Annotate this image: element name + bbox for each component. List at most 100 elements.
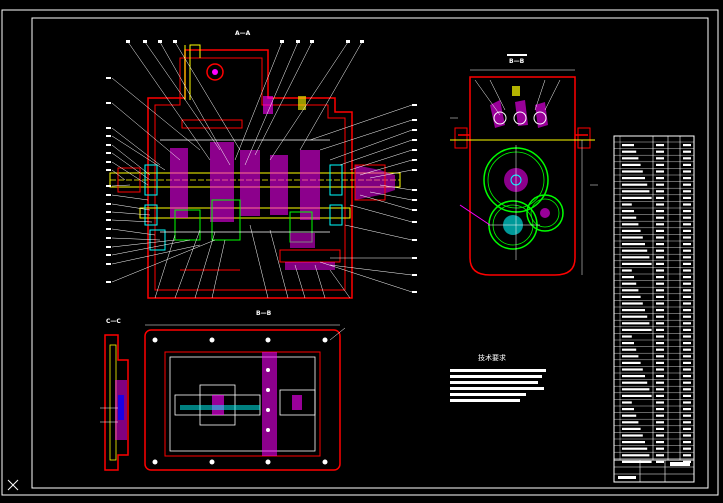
parts-list-row-qty [656, 157, 664, 160]
parts-list-row-text [622, 170, 643, 173]
parts-list-row-material [683, 150, 691, 153]
parts-list-row-material [683, 309, 691, 312]
parts-list-row-qty [656, 328, 664, 331]
parts-list-row-qty [656, 289, 664, 292]
parts-list-row-text [622, 434, 643, 437]
parts-list-row-qty [656, 315, 664, 318]
parts-list-row-material [683, 454, 691, 457]
parts-list-row-material [683, 447, 691, 450]
parts-list-row-material [683, 361, 691, 364]
parts-list-row-text [622, 454, 650, 457]
parts-list-row-text [622, 335, 632, 338]
parts-list-row-text [622, 256, 650, 259]
parts-list-row-text [622, 447, 648, 450]
parts-list-row-material [683, 262, 691, 265]
parts-list-row-text [622, 302, 643, 305]
parts-list-row-qty [656, 381, 664, 384]
parts-list-row-material [683, 203, 691, 206]
parts-list-row-material [683, 414, 691, 417]
parts-list-row-material [683, 256, 691, 259]
parts-list-row-text [622, 289, 639, 292]
parts-list-row-text [622, 236, 643, 239]
parts-list-row-text [622, 150, 637, 153]
parts-list-row-text [622, 190, 650, 193]
parts-list-row-material [683, 243, 691, 246]
title-block [613, 459, 695, 483]
parts-list-row-text [622, 355, 639, 358]
parts-list-row-qty [656, 401, 664, 404]
parts-list-row-qty [656, 295, 664, 298]
parts-list-row-material [683, 348, 691, 351]
parts-list-row-text [622, 315, 648, 318]
parts-list-row-material [683, 163, 691, 166]
parts-list-row-qty [656, 150, 664, 153]
main-view-leader-lines [111, 41, 413, 299]
parts-list-row-text [622, 249, 648, 252]
parts-list-row-text [622, 282, 637, 285]
parts-list-row-material [683, 183, 691, 186]
parts-list-row-material [683, 427, 691, 430]
parts-list-row-text [622, 460, 652, 463]
sheet-border-outer [1, 9, 719, 496]
parts-list-row-material [683, 295, 691, 298]
parts-list-row-text [622, 243, 645, 246]
parts-list-row-material [683, 388, 691, 391]
section-label-side: B—B [509, 58, 525, 65]
parts-list-row-qty [656, 421, 664, 424]
parts-list-row-text [622, 144, 634, 147]
parts-list-rows [614, 141, 694, 463]
parts-list-row-text [622, 394, 652, 397]
parts-list-row-text [622, 322, 650, 325]
parts-list-row-qty [656, 342, 664, 345]
parts-list-row-text [622, 262, 652, 265]
parts-list-row-material [683, 434, 691, 437]
parts-list-row-qty [656, 190, 664, 193]
parts-list-row-qty [656, 348, 664, 351]
parts-list-row-material [683, 381, 691, 384]
parts-list-row-qty [656, 210, 664, 213]
parts-list-row-text [622, 177, 645, 180]
parts-list-row-text [622, 216, 637, 219]
parts-list-row-material [683, 441, 691, 444]
parts-list-row-text [622, 368, 643, 371]
parts-list-row-qty [656, 309, 664, 312]
parts-list-row-qty [656, 144, 664, 147]
parts-list-row-material [683, 210, 691, 213]
parts-list-row-qty [656, 170, 664, 173]
parts-list-row-qty [656, 355, 664, 358]
parts-list-row-qty [656, 243, 664, 246]
parts-list-row-qty [656, 196, 664, 199]
parts-list-row-material [683, 276, 691, 279]
parts-list-row-qty [656, 302, 664, 305]
parts-list-row-qty [656, 236, 664, 239]
parts-list-row-text [622, 381, 648, 384]
parts-list-row-material [683, 394, 691, 397]
parts-list-row-text [622, 441, 645, 444]
parts-list-row-material [683, 157, 691, 160]
parts-list-row-material [683, 282, 691, 285]
parts-list-row-material [683, 269, 691, 272]
parts-list-row-material [683, 170, 691, 173]
parts-list-row-material [683, 328, 691, 331]
parts-list-row-qty [656, 447, 664, 450]
parts-list-row-material [683, 408, 691, 411]
parts-list-row-material [683, 144, 691, 147]
parts-list-row-material [683, 401, 691, 404]
parts-list-row-qty [656, 414, 664, 417]
parts-list-row-material [683, 249, 691, 252]
parts-list-row-text [622, 408, 634, 411]
parts-list-row-material [683, 236, 691, 239]
parts-list-row-qty [656, 454, 664, 457]
parts-list-row-text [622, 229, 641, 232]
parts-list-row-material [683, 289, 691, 292]
parts-list-row-qty [656, 256, 664, 259]
parts-list-row-qty [656, 361, 664, 364]
parts-list-row-text [622, 421, 639, 424]
parts-list-row-qty [656, 388, 664, 391]
parts-list-row-text [622, 295, 641, 298]
parts-list-row-text [622, 183, 648, 186]
parts-list-row-text [622, 309, 645, 312]
parts-list-row-text [622, 269, 632, 272]
technical-requirements-block [450, 369, 546, 402]
